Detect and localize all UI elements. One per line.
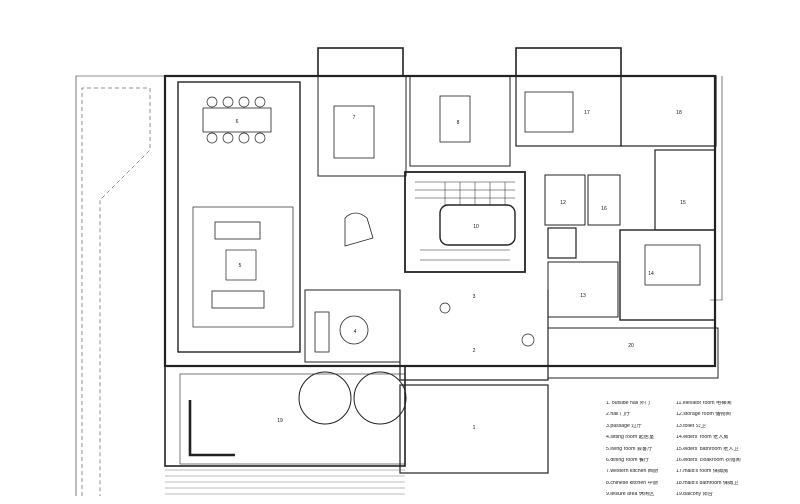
stair-core (404, 171, 526, 273)
legend-column-left: 1. outside hall 外门 2.hall 门厅 3.passage 过… (606, 401, 676, 504)
legend-item: 19.balcony 阳台 (676, 492, 713, 498)
legend-item: 1. outside hall 外门 (606, 401, 650, 406)
sofa-top (214, 221, 261, 240)
terrace (547, 327, 719, 379)
room-label-7: 7 (353, 115, 356, 121)
room-label-16: 16 (601, 206, 607, 212)
room-label-4: 4 (354, 329, 357, 335)
maid-bathroom (620, 75, 717, 147)
outside-hall (399, 384, 549, 474)
legend-item: 6.dining room 餐厅 (606, 457, 650, 463)
room-label-15: 15 (680, 200, 686, 206)
stair-inner (439, 204, 516, 246)
chinese-kitchen-island (439, 95, 471, 143)
legend-item: 18.maid's bathroom 保姆卫 (676, 480, 739, 486)
ground-hatch (165, 469, 405, 495)
kitchen-bay-left (317, 47, 404, 77)
balcony-round-table-right (353, 371, 407, 425)
elevator (547, 227, 577, 259)
balcony-inner (179, 373, 406, 465)
room-labels: 1 2 3 4 5 6 7 8 10 12 13 14 15 16 17 18 … (236, 110, 686, 431)
storage-room (544, 174, 586, 226)
piano (344, 212, 374, 247)
maid-bed (524, 91, 574, 133)
legend-item: 16.elders' cloakroom 衣帽间 (676, 457, 741, 463)
legend-column-right: 11.elevator room 电梯间 12.storage room 储物间… (676, 401, 796, 504)
site-boundary-diagonal (81, 87, 151, 496)
room-label-18: 18 (676, 110, 682, 116)
legend-item: 12.storage room 储物间 (676, 412, 731, 418)
legend-item: 14.elders' room 老人房 (676, 435, 729, 441)
kitchen-bay-right (515, 47, 622, 77)
coffee-table (225, 249, 257, 281)
sitting-table (339, 315, 369, 345)
room-label-1: 1 (473, 425, 476, 431)
toilet (547, 261, 619, 318)
room-label-6: 6 (236, 119, 239, 125)
room-label-13: 13 (580, 293, 586, 299)
legend-item: 13.toilet 公卫 (676, 423, 706, 429)
cloakroom (587, 174, 621, 226)
room-label-8: 8 (457, 120, 460, 126)
chinese-kitchen (409, 75, 511, 167)
elders-room (619, 229, 716, 321)
dining-table (202, 107, 272, 133)
stair-treads (415, 181, 515, 261)
site-boundary (75, 75, 165, 496)
legend-item: 11.elevator room 电梯间 (676, 401, 732, 406)
hall-chair-left (439, 302, 451, 314)
living-rug (192, 206, 294, 328)
hall-chair-right (521, 333, 535, 347)
maid-room (515, 75, 622, 147)
balcony-round-table-left (298, 371, 352, 425)
legend-item: 4.sitting room 起居室 (606, 435, 655, 441)
dining-chairs (206, 96, 266, 144)
room-label-5: 5 (239, 263, 242, 269)
room-label-12: 12 (560, 200, 566, 206)
elders-bed (644, 244, 701, 286)
room-label-3: 3 (473, 294, 476, 300)
elders-bathroom (654, 149, 716, 231)
sofa-bottom (211, 290, 265, 309)
western-kitchen (317, 75, 407, 177)
room-label-17: 17 (584, 110, 590, 116)
legend-item: 9.leisure area 休闲区 (606, 492, 655, 498)
legend-item: 8.chinese kitchen 中厨 (606, 480, 658, 486)
legend-item: 15.elders' bathroom 老人卫 (676, 446, 739, 452)
room-legend: 1. outside hall 外门 2.hall 门厅 3.passage 过… (606, 401, 796, 497)
legend-item: 3.passage 过厅 (606, 423, 642, 429)
living-dining-zone (177, 81, 301, 353)
legend-item: 5.living room 会客厅 (606, 446, 653, 452)
room-label-2: 2 (473, 348, 476, 354)
sitting-sofa (314, 311, 330, 353)
room-label-19: 19 (277, 418, 283, 424)
room-label-10: 10 (473, 224, 479, 230)
balcony-lounge (188, 400, 235, 457)
sitting-room (304, 289, 401, 363)
balcony (164, 365, 406, 467)
legend-item: 17.maid's room 保姆房 (676, 469, 729, 475)
legend-item: 7.western kitchen 西厨 (606, 469, 659, 475)
room-label-14: 14 (648, 271, 654, 277)
western-kitchen-island (333, 105, 375, 159)
room-label-20: 20 (628, 343, 634, 349)
legend-item: 2.hall 门厅 (606, 412, 631, 418)
